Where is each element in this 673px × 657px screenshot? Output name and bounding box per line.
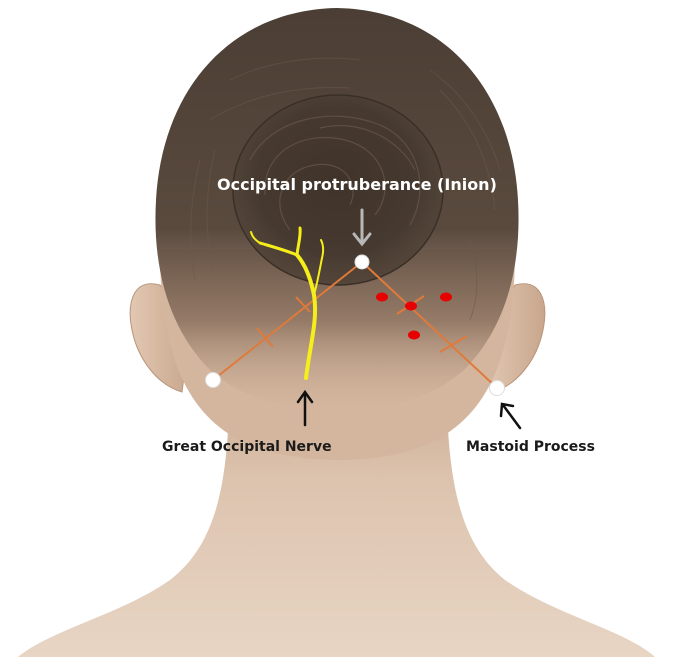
left-mastoid-point (206, 373, 221, 388)
great-occipital-nerve-label: Great Occipital Nerve (162, 440, 332, 454)
inion-point (355, 255, 369, 269)
mastoid-process-label: Mastoid Process (466, 440, 595, 454)
injection-point (440, 293, 452, 302)
injection-point (408, 331, 420, 340)
right-mastoid-point (490, 381, 505, 396)
injection-point (405, 302, 417, 311)
inion-label: Occipital protruberance (Inion) (217, 177, 497, 193)
mastoid-arrow (501, 404, 520, 428)
injection-point (376, 293, 388, 302)
